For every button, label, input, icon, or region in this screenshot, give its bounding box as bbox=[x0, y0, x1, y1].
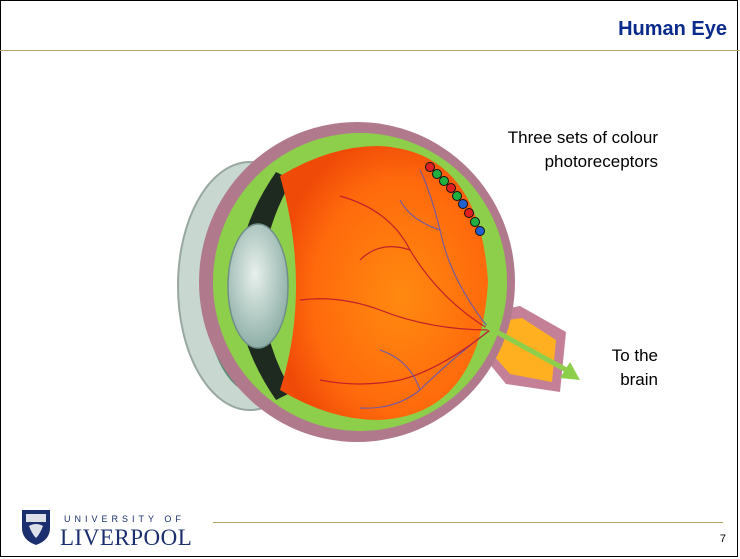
receptor-green bbox=[440, 177, 449, 186]
crest-icon bbox=[20, 508, 52, 546]
lens bbox=[228, 224, 288, 348]
brain-label-line1: To the bbox=[498, 344, 658, 368]
university-logo: UNIVERSITY OF LIVERPOOL bbox=[20, 508, 220, 552]
brain-label-line2: brain bbox=[498, 368, 658, 392]
vitreous-body bbox=[280, 146, 488, 420]
brain-label: To the brain bbox=[498, 344, 658, 392]
logo-university-of: UNIVERSITY OF bbox=[64, 514, 185, 524]
receptor-green bbox=[453, 192, 462, 201]
receptor-red bbox=[465, 209, 474, 218]
logo-liverpool: LIVERPOOL bbox=[60, 525, 192, 551]
receptor-blue bbox=[459, 200, 468, 209]
receptor-blue bbox=[476, 227, 485, 236]
photoreceptors-label-line2: photoreceptors bbox=[398, 150, 658, 174]
photoreceptors-label: Three sets of colour photoreceptors bbox=[398, 126, 658, 174]
photoreceptors-label-line1: Three sets of colour bbox=[398, 126, 658, 150]
page-number: 7 bbox=[720, 533, 726, 545]
receptor-red bbox=[447, 184, 456, 193]
footer-divider bbox=[213, 522, 723, 523]
receptor-green bbox=[471, 218, 480, 227]
